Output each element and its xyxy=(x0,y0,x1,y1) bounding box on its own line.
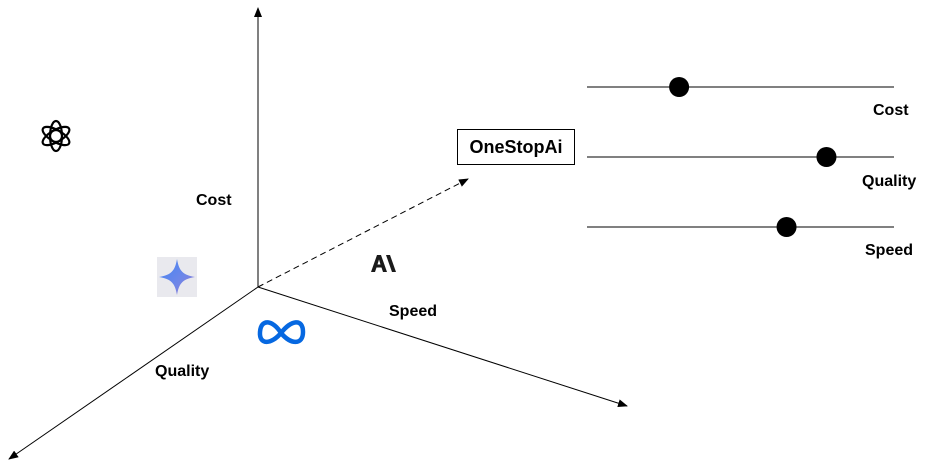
slider-label-quality: Quality xyxy=(862,173,917,190)
diagonal-dashed-arrow xyxy=(257,178,469,288)
gemini-logo-icon xyxy=(157,257,197,297)
onestopai-box: OneStopAi xyxy=(457,129,575,165)
slider-knob-cost[interactable] xyxy=(669,77,690,97)
slider-label-cost: Cost xyxy=(873,102,909,119)
onestopai-label: OneStopAi xyxy=(469,136,563,157)
slider-knob-quality[interactable] xyxy=(816,147,837,167)
speed-axis-label: Speed xyxy=(389,303,438,320)
openai-logo-icon xyxy=(41,119,71,153)
speed-axis xyxy=(257,286,628,408)
slider-knob-speed[interactable] xyxy=(776,217,797,237)
anthropic-logo-icon xyxy=(371,255,396,272)
slider-label-speed: Speed xyxy=(865,242,914,259)
meta-logo-icon xyxy=(257,320,306,345)
cost-axis-label: Cost xyxy=(196,192,232,209)
quality-axis xyxy=(8,286,259,460)
quality-axis-label: Quality xyxy=(155,363,210,380)
